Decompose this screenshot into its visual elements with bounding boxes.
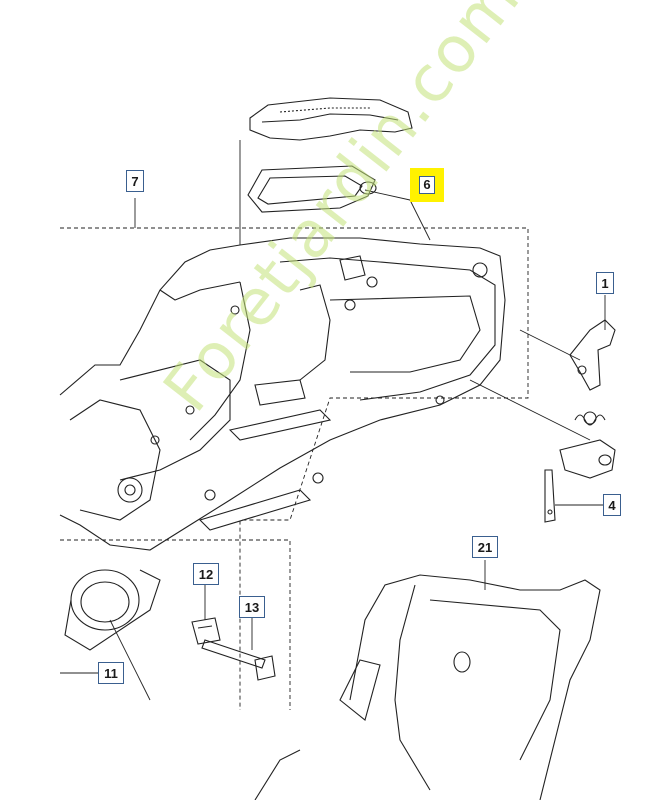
callout-21[interactable]: 21 xyxy=(472,536,498,558)
bracket-part-4 xyxy=(544,439,616,523)
side-cover-part-21 xyxy=(254,574,601,800)
bolt-part-13 xyxy=(201,639,276,681)
callout-6-label: 6 xyxy=(419,176,435,194)
grip-part-6 xyxy=(247,165,377,213)
spring-part xyxy=(574,411,606,426)
main-housing xyxy=(59,237,506,551)
group-outline-7 xyxy=(60,227,529,710)
callout-11[interactable]: 11 xyxy=(98,662,124,684)
lever-part-1 xyxy=(569,319,616,391)
callout-6[interactable]: 6 xyxy=(410,168,444,202)
top-cover-part xyxy=(249,97,413,141)
callout-12[interactable]: 12 xyxy=(193,563,219,585)
callout-4[interactable]: 4 xyxy=(603,494,621,516)
clip-part-12 xyxy=(191,617,221,645)
callout-7[interactable]: 7 xyxy=(126,170,144,192)
group-outline-11 xyxy=(60,539,291,710)
leader-lines xyxy=(60,140,610,701)
callout-1[interactable]: 1 xyxy=(596,272,614,294)
callout-13[interactable]: 13 xyxy=(239,596,265,618)
pipe-part-11 xyxy=(64,569,161,651)
